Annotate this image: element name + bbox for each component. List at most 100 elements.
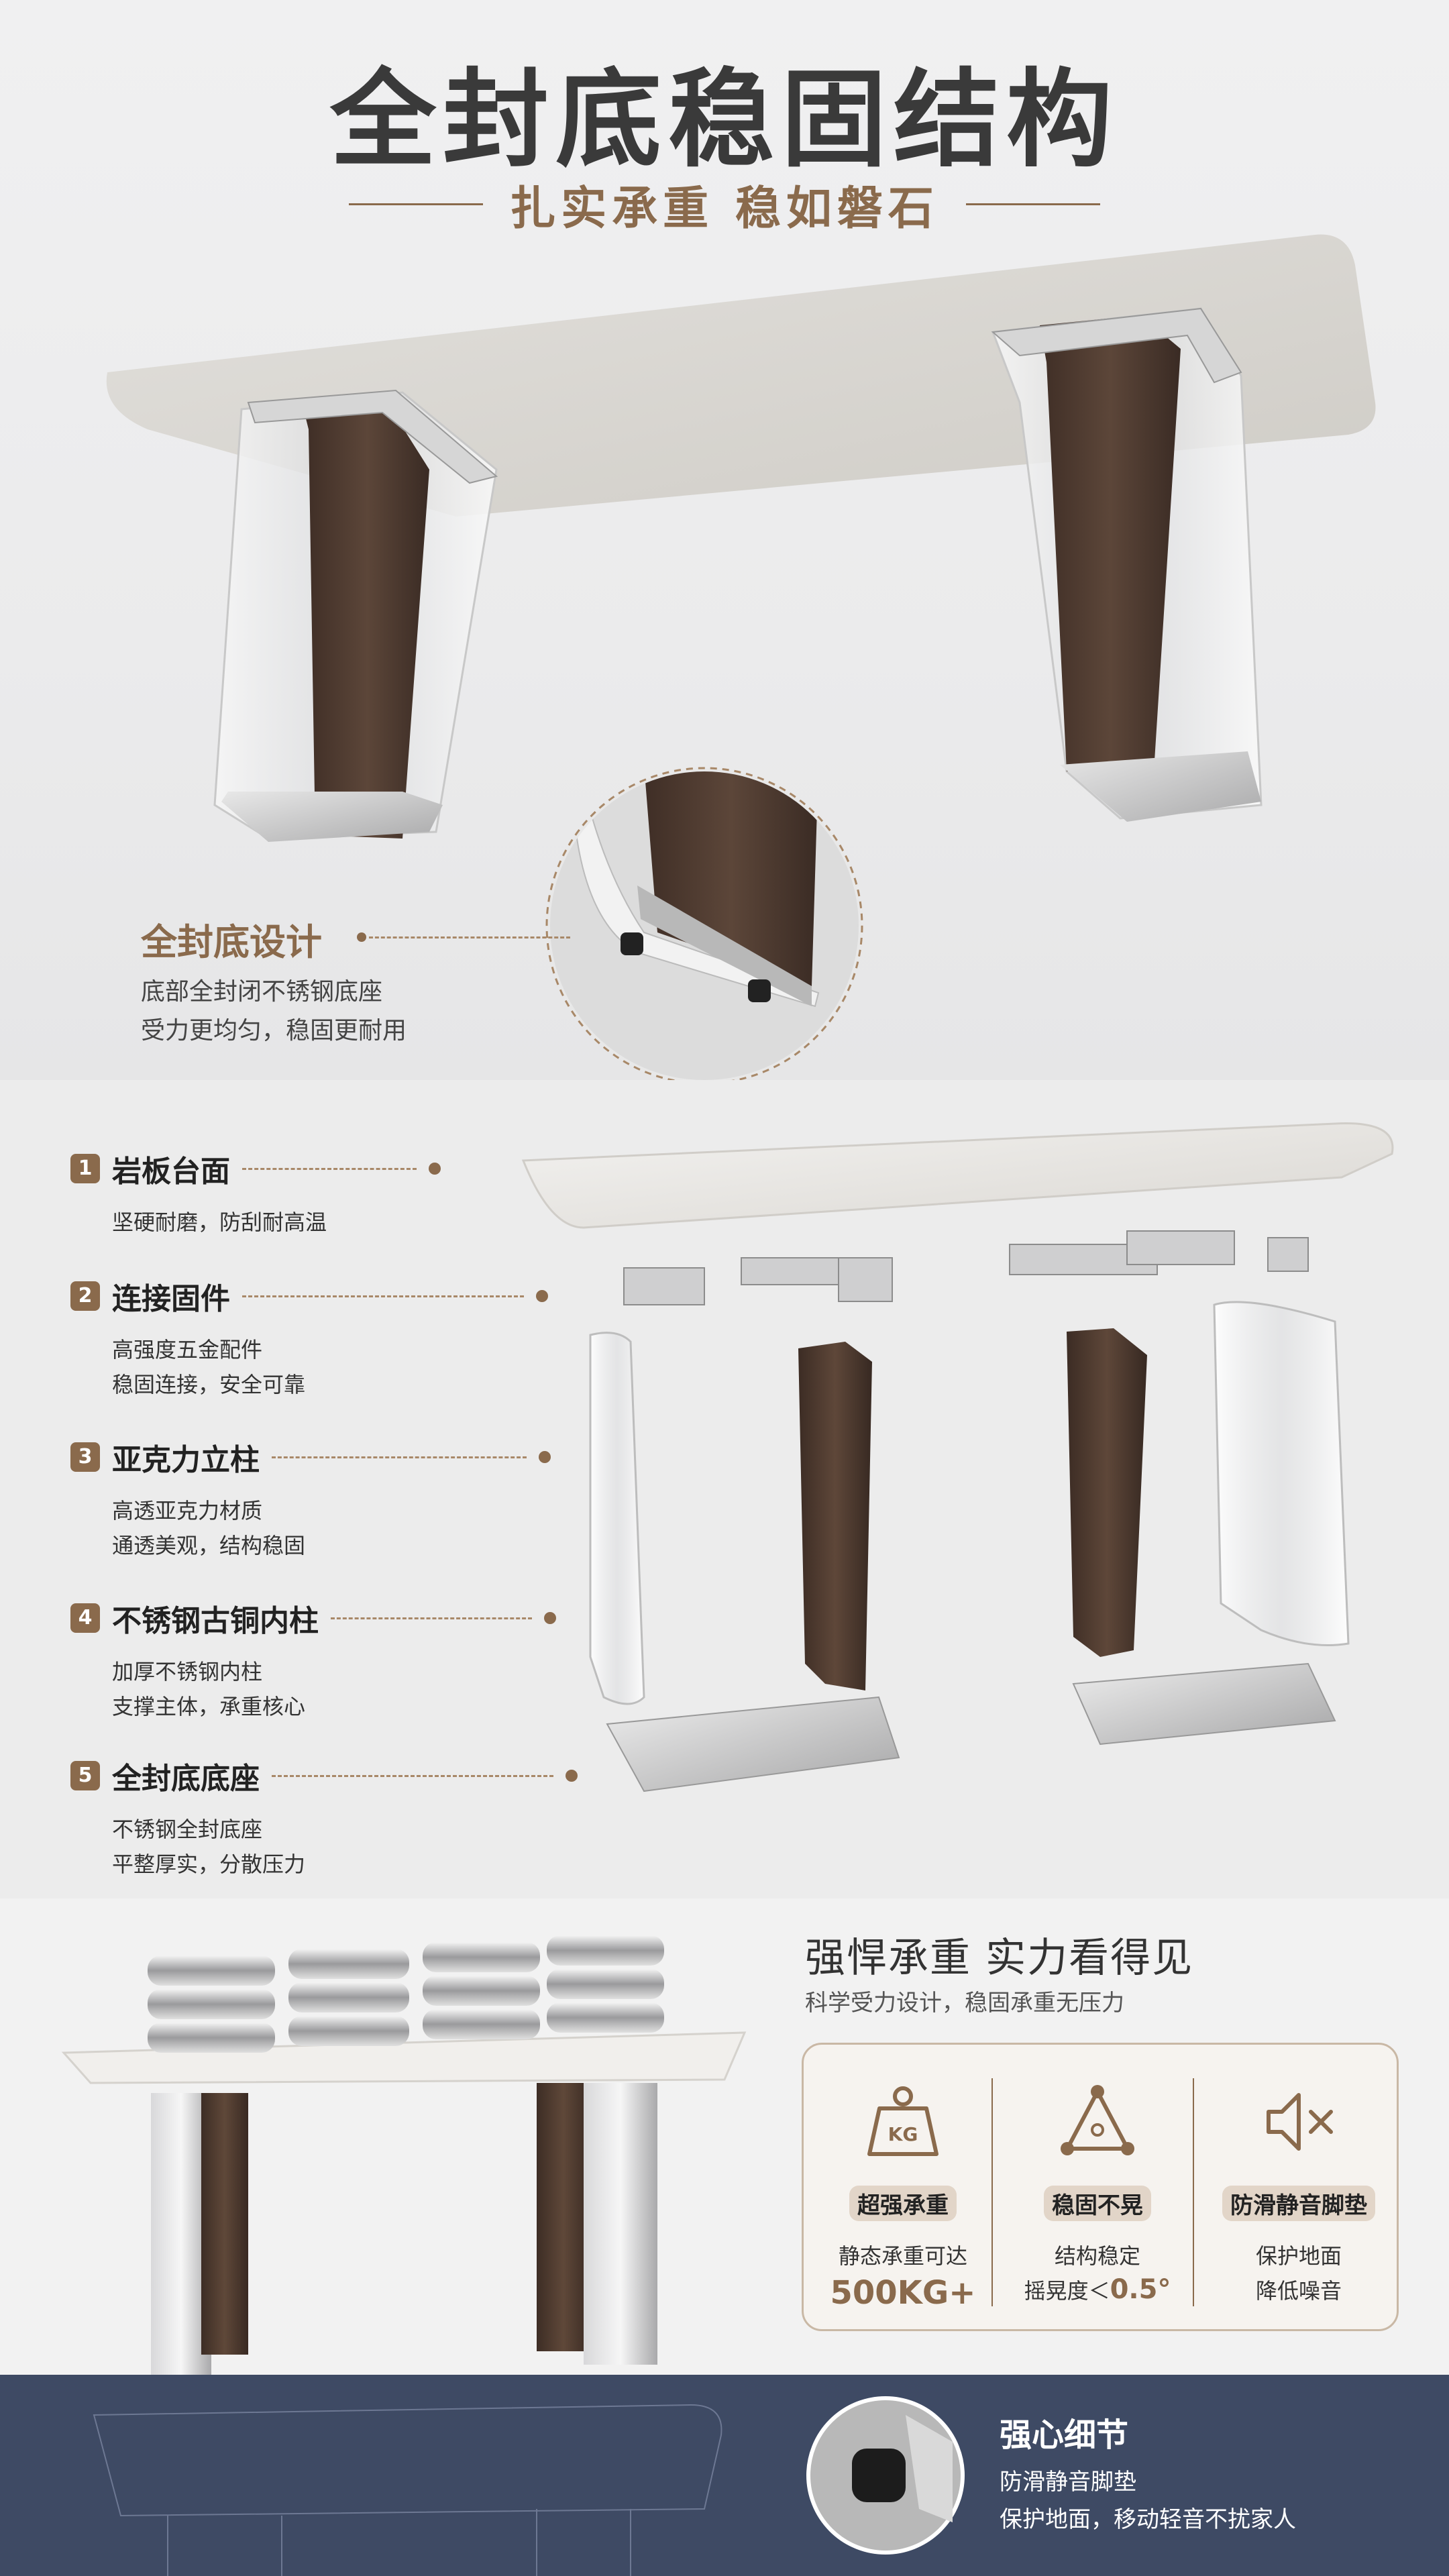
part-number-badge: 3 [70,1442,100,1472]
bearing-capacity-value: 500KG+ [830,2274,976,2312]
part-callout-line [242,1167,417,1170]
exploded-structure-section: 1 岩板台面 坚硬耐磨，防刮耐高温 2 连接固件 高强度五金配件 稳固连接，安全… [0,1080,1449,1898]
bearing-title: 强悍承重 实力看得见 [805,1935,1194,1982]
part-callout-dot [536,1290,548,1302]
bearing-item-name: 超强承重 [849,2186,957,2221]
load-bearing-section: 强悍承重 实力看得见 科学受力设计，稳固承重无压力 KG 超强承重 静态承重可达… [0,1898,1449,2375]
right-bracket [991,307,1242,384]
part-desc-line: 高强度五金配件 [112,1337,263,1362]
part-callout-dot [539,1451,551,1463]
mute-speaker-icon [1267,2093,1333,2151]
weight-stacks [148,1935,664,2053]
bearing-item-line1: 静态承重可达 [838,2243,967,2269]
exploded-view-illustration [521,1122,1394,1792]
part-description: 高强度五金配件 稳固连接，安全可靠 [112,1332,607,1402]
hero-section: 全封底稳固结构 扎实承重 稳如磐石 全封底设计 底部全封闭不锈钢底座 受力更均匀… [0,0,1449,1080]
left-steel-base-plate [606,1696,900,1792]
bearing-divider [1193,2078,1194,2306]
rock-slab-top [521,1122,1394,1229]
table-hero-illustration [106,234,1376,1080]
part-callout-dot [429,1163,441,1175]
part-number-badge: 2 [70,1281,100,1311]
part-item-hardware: 2 连接固件 高强度五金配件 稳固连接，安全可靠 [70,1275,607,1402]
feature-description: 底部全封闭不锈钢底座 受力更均匀，稳固更耐用 [141,973,407,1051]
part-name: 全封底底座 [112,1762,260,1796]
bearing-item-line1: 保护地面 [1255,2243,1342,2269]
feature-desc-line: 底部全封闭不锈钢底座 [141,978,383,1006]
part-desc-line: 稳固连接，安全可靠 [112,1372,306,1397]
part-name: 不锈钢古铜内柱 [112,1604,319,1638]
part-description: 不锈钢全封底座 平整厚实，分散压力 [112,1812,607,1882]
part-desc-line: 坚硬耐磨，防刮耐高温 [112,1210,327,1235]
wireframe-table-illustration [93,2396,965,2576]
part-desc-line: 通透美观，结构稳固 [112,1533,306,1558]
left-acrylic-column [589,1332,645,1705]
part-desc-line: 平整厚实，分散压力 [112,1851,306,1877]
left-bronze-inner-pillar [798,1342,872,1690]
right-leg-bronze [537,2083,590,2351]
part-callout-line [272,1774,553,1777]
part-description: 高透亚克力材质 通透美观，结构稳固 [112,1493,607,1563]
part-name: 岩板台面 [112,1155,230,1189]
part-desc-line: 加厚不锈钢内柱 [112,1659,263,1684]
subtitle-right-rule [965,203,1100,205]
bearing-item-line2: 摇晃度＜0.5° [998,2274,1197,2305]
right-bronze-pillar [1040,315,1181,771]
right-steel-base [1060,751,1261,822]
bearing-subtitle: 科学受力设计，稳固承重无压力 [805,1990,1124,2017]
right-steel-base-plate [1072,1662,1336,1746]
sway-label: 摇晃度＜ [1024,2278,1110,2304]
bearing-item-line2: 降低噪音 [1255,2278,1342,2304]
part-number-badge: 5 [70,1761,100,1790]
feature-desc-line: 受力更均匀，稳固更耐用 [141,1017,407,1044]
bearing-item-name: 防滑静音脚垫 [1222,2186,1375,2221]
part-item-acrylic: 3 亚克力立柱 高透亚克力材质 通透美观，结构稳固 [70,1436,607,1563]
detail-footer-section: 强心细节 防滑静音脚垫 保护地面，移动轻音不扰家人 [0,2375,1449,2576]
part-callout-line [242,1295,524,1297]
part-number-badge: 4 [70,1603,100,1633]
right-acrylic-column [1213,1301,1350,1646]
subtitle-left-rule [349,203,484,205]
feature-title: 全封底设计 [141,921,322,963]
bearing-item-pads: 防滑静音脚垫 保护地面 降低噪音 [1199,2045,1398,2329]
page-title: 全封底稳固结构 [330,58,1119,182]
part-callout-line [331,1617,532,1619]
right-leg-front [584,2083,657,2365]
left-bracket [247,389,498,484]
bearing-item-line1: 结构稳定 [1054,2243,1140,2269]
bearing-item-stability: 稳固不晃 结构稳定 摇晃度＜0.5° [998,2045,1197,2329]
hardware-brackets [623,1230,1309,1305]
subtitle-row: 扎实承重 稳如磐石 [0,171,1449,237]
weights-on-table-illustration [61,1935,747,2375]
part-description: 坚硬耐磨，防刮耐高温 [112,1205,607,1240]
part-desc-line: 支撑主体，承重核心 [112,1694,306,1719]
svg-text:KG: KG [888,2123,918,2145]
kg-weight-icon: KG [867,2086,938,2156]
feature-callout-line [369,936,570,938]
bearing-item-name: 稳固不晃 [1044,2186,1151,2221]
bearing-item-capacity: KG 超强承重 静态承重可达 500KG+ [804,2045,1002,2329]
detail-line1: 防滑静音脚垫 [1000,2469,1136,2496]
part-callout-dot [566,1770,578,1782]
part-callout-line [272,1456,527,1458]
part-item-rock-slab: 1 岩板台面 坚硬耐磨，防刮耐高温 [70,1147,607,1240]
left-leg-bronze [201,2093,248,2355]
left-steel-base [221,792,443,842]
part-name: 亚克力立柱 [112,1443,260,1477]
foot-pad-shape [852,2449,906,2502]
part-desc-line: 不锈钢全封底座 [112,1817,263,1842]
bearing-divider [991,2078,993,2306]
detail-title: 强心细节 [1000,2416,1129,2454]
detail-line2: 保护地面，移动轻音不扰家人 [1000,2506,1296,2533]
part-callout-dot [544,1612,556,1624]
right-bronze-inner-pillar [1067,1328,1147,1657]
page-subtitle: 扎实承重 稳如磐石 [510,182,939,235]
part-name: 连接固件 [112,1282,230,1316]
triangle-stability-icon [1061,2085,1134,2155]
part-item-bronze-pillar: 4 不锈钢古铜内柱 加厚不锈钢内柱 支撑主体，承重核心 [70,1597,607,1724]
part-description: 加厚不锈钢内柱 支撑主体，承重核心 [112,1654,607,1724]
left-bronze-pillar [305,406,429,839]
feature-callout-dot [357,932,366,942]
part-number-badge: 1 [70,1154,100,1183]
bearing-feature-card: KG 超强承重 静态承重可达 500KG+ 稳固不晃 结构稳定 摇晃度＜0.5° [802,2043,1399,2331]
